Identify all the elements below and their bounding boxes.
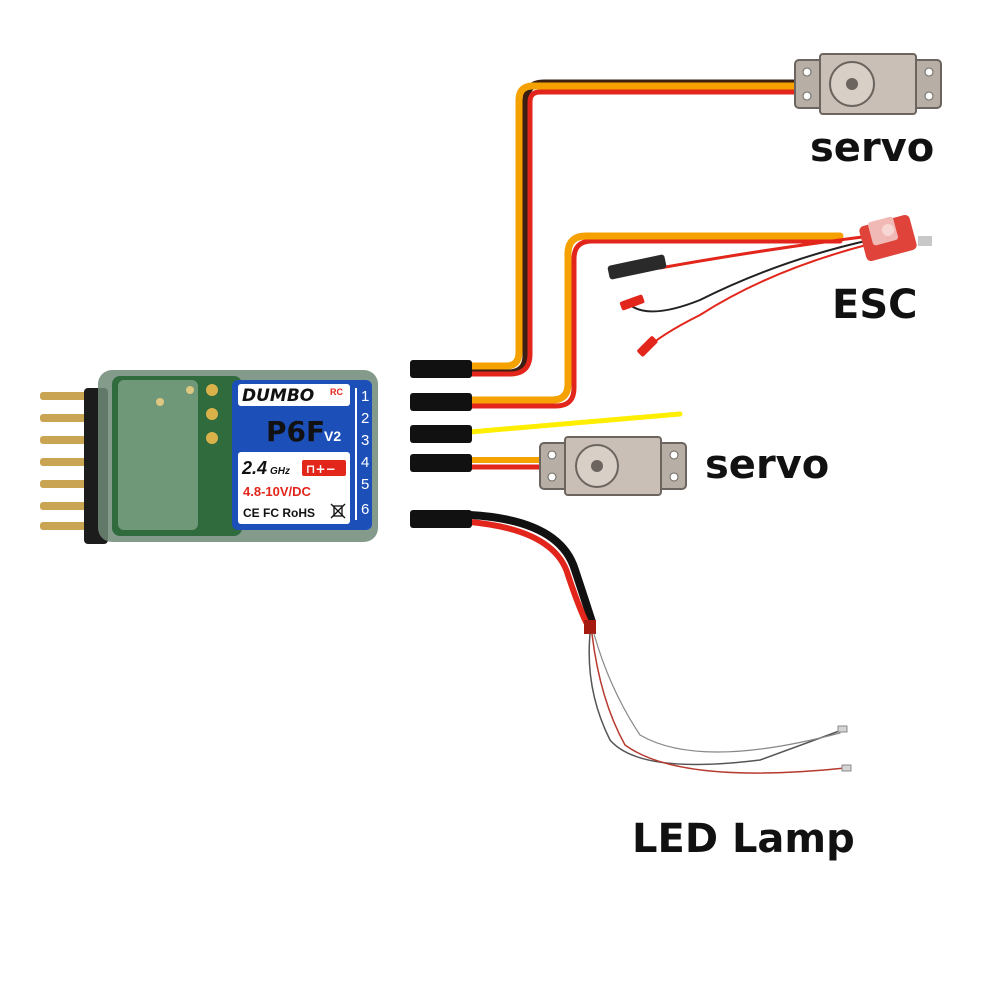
wire-ch2-negative xyxy=(467,238,843,409)
channel-number: 3 xyxy=(361,432,369,449)
led-bulb xyxy=(837,725,848,733)
label-servo-middle: servo xyxy=(705,442,829,488)
led-bulb xyxy=(841,764,852,772)
esc-module xyxy=(607,215,932,357)
certs-text: CE FC RoHS xyxy=(243,506,315,520)
channel-number: 1 xyxy=(361,388,369,405)
connector-plugs xyxy=(410,360,472,528)
brand-suffix-text: RC xyxy=(330,387,343,397)
esc-lead-red-2 xyxy=(644,243,871,351)
channel-number: 2 xyxy=(361,410,369,427)
label-servo-top: servo xyxy=(810,125,934,171)
model-text: P6F xyxy=(266,415,325,448)
wire-ch1-signal xyxy=(466,82,804,370)
weee-icon xyxy=(330,503,346,519)
plug-ch2 xyxy=(410,393,472,411)
wire-ch6-positive xyxy=(467,519,589,625)
channel-number: 6 xyxy=(361,501,369,518)
esc-lead-black xyxy=(629,239,871,313)
esc-switch-connector xyxy=(607,254,667,280)
band-unit-text: GHz xyxy=(270,466,290,477)
wire-ch3-yellow xyxy=(467,411,683,435)
channel-number: 5 xyxy=(361,476,369,493)
brand-text: DUMBO xyxy=(242,386,314,406)
led-wire-3 xyxy=(593,633,841,753)
wire-ch2-signal xyxy=(466,232,844,404)
led-wire-1 xyxy=(588,633,843,766)
plug-ch1 xyxy=(410,360,472,378)
channel-number: 4 xyxy=(361,454,369,471)
pin-header xyxy=(40,388,108,544)
servo-middle xyxy=(539,436,687,496)
led-wire-2 xyxy=(591,633,846,774)
esc-plug-red xyxy=(619,294,645,311)
led-connector xyxy=(584,620,596,634)
band-text: 2.4 xyxy=(241,458,267,478)
voltage-text: 4.8-10V/DC xyxy=(243,484,312,499)
pcb-pads xyxy=(156,384,218,444)
plug-ch6 xyxy=(410,510,472,528)
esc-plug-red xyxy=(637,336,658,357)
receiver-module: DUMBO RC P6F V2 2.4 GHz ⊓+− 4.8-10V/DC C… xyxy=(40,370,378,544)
esc-lead-red xyxy=(658,234,872,270)
servo-top xyxy=(794,53,942,115)
signal-text: ⊓+− xyxy=(306,462,336,476)
label-esc: ESC xyxy=(832,282,918,328)
plug-ch4 xyxy=(410,454,472,472)
wires xyxy=(466,79,872,774)
plug-ch3 xyxy=(410,425,472,443)
wire-ch6-negative xyxy=(466,511,596,626)
version-text: V2 xyxy=(324,428,341,444)
label-led-lamp: LED Lamp xyxy=(632,816,855,862)
channel-numbers: 1 2 3 4 5 6 xyxy=(355,388,369,520)
